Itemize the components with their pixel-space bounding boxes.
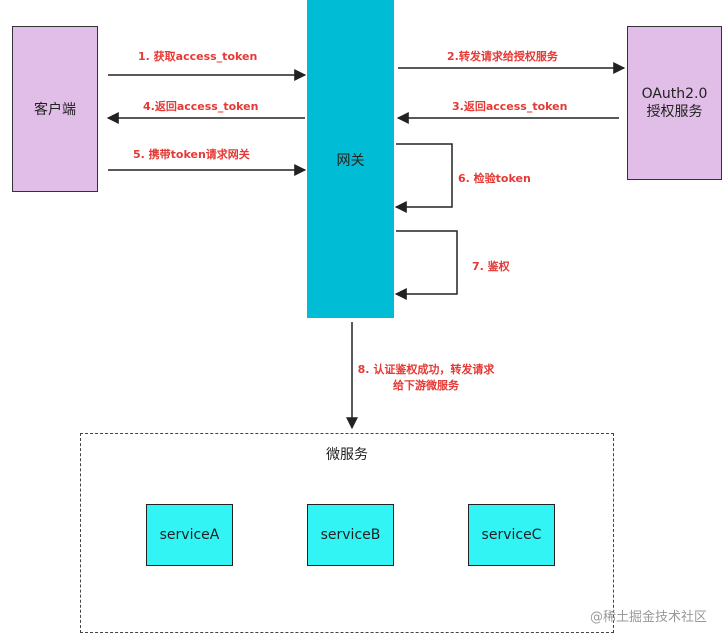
gateway-node: 网关	[307, 0, 394, 318]
edge-8-label: 8. 认证鉴权成功，转发请求给下游微服务	[357, 363, 495, 392]
oauth-label-line1: OAuth2.0	[641, 86, 708, 102]
service-c-node: serviceC	[468, 504, 555, 566]
service-a-label: serviceA	[159, 527, 220, 543]
edge-7-label: 7. 鉴权	[472, 260, 510, 273]
service-b-label: serviceB	[320, 527, 381, 543]
microservices-label: 微服务	[326, 447, 368, 463]
edge-7-line	[394, 230, 458, 300]
edge-6-line	[394, 143, 453, 213]
client-node: 客户端	[12, 26, 98, 192]
edge-6-label: 6. 检验token	[458, 172, 531, 185]
client-label: 客户端	[34, 102, 76, 118]
service-c-label: serviceC	[481, 527, 542, 543]
service-a-node: serviceA	[146, 504, 233, 566]
oauth-label-line2: 授权服务	[646, 104, 703, 120]
edge-5-label: 5. 携带token请求网关	[133, 148, 250, 161]
gateway-label: 网关	[336, 153, 365, 169]
edge-4-label: 4.返回access_token	[143, 100, 259, 113]
service-b-node: serviceB	[307, 504, 394, 566]
edge-3-label: 3.返回access_token	[452, 100, 568, 113]
edge-1-label: 1. 获取access_token	[138, 50, 258, 63]
watermark: @稀土掘金技术社区	[590, 610, 708, 625]
edge-2-label: 2.转发请求给授权服务	[447, 50, 558, 63]
oauth-node: OAuth2.0 授权服务	[627, 26, 722, 180]
